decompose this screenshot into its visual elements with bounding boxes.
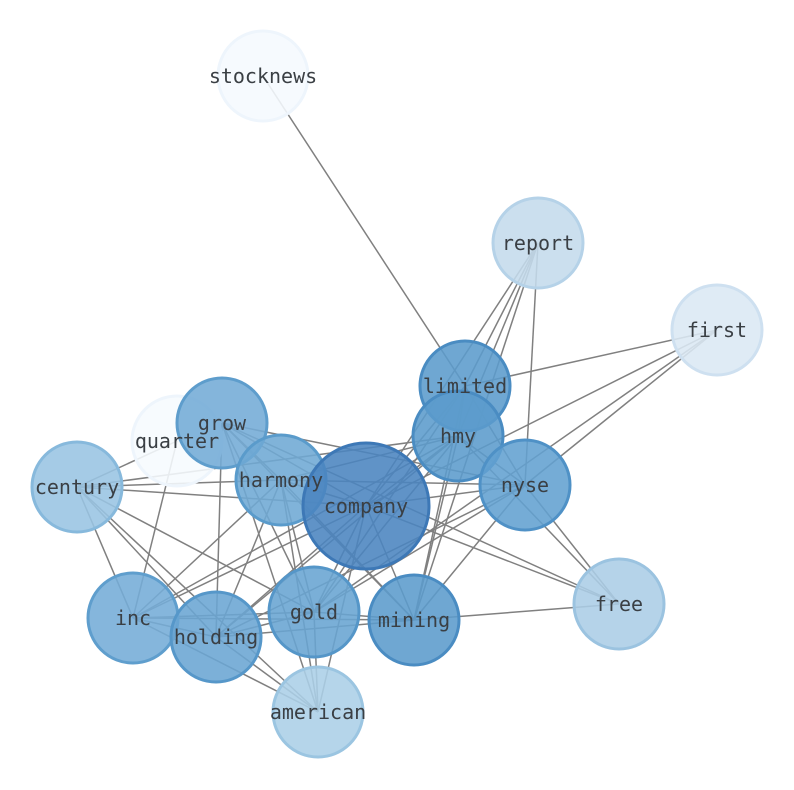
node-label-harmony: harmony xyxy=(239,468,323,492)
node-circle-stocknews xyxy=(216,29,310,123)
node-label-century: century xyxy=(35,475,119,499)
node-label-nyse: nyse xyxy=(501,473,549,497)
node-first[interactable] xyxy=(670,283,764,377)
node-mining[interactable] xyxy=(367,573,461,667)
node-circle-grow xyxy=(175,376,269,470)
node-circle-report xyxy=(491,196,585,290)
node-label-inc: inc xyxy=(115,606,151,630)
node-circle-company xyxy=(301,441,431,571)
node-label-free: free xyxy=(595,592,643,616)
node-label-company: company xyxy=(324,494,408,518)
node-label-stocknews: stocknews xyxy=(209,64,317,88)
node-label-gold: gold xyxy=(290,600,338,624)
node-circle-gold xyxy=(267,565,361,659)
node-hmy[interactable] xyxy=(411,389,505,483)
node-label-grow: grow xyxy=(198,411,247,435)
node-label-mining: mining xyxy=(378,608,450,632)
node-circle-holding xyxy=(169,590,263,684)
node-free[interactable] xyxy=(572,557,666,651)
node-circle-american xyxy=(271,665,365,759)
node-gold[interactable] xyxy=(267,565,361,659)
node-label-american: american xyxy=(270,700,366,724)
node-circle-first xyxy=(670,283,764,377)
node-circle-mining xyxy=(367,573,461,667)
node-label-quarter: quarter xyxy=(135,429,219,453)
node-stocknews[interactable] xyxy=(216,29,310,123)
node-circle-hmy xyxy=(411,389,505,483)
node-company[interactable] xyxy=(301,441,431,571)
node-label-report: report xyxy=(502,231,574,255)
node-american[interactable] xyxy=(271,665,365,759)
node-label-hmy: hmy xyxy=(440,424,476,448)
node-report[interactable] xyxy=(491,196,585,290)
node-circle-century xyxy=(30,440,124,534)
node-holding[interactable] xyxy=(169,590,263,684)
edge-stocknews-limited xyxy=(262,75,466,387)
node-label-first: first xyxy=(687,318,747,342)
node-label-holding: holding xyxy=(174,625,258,649)
node-circle-free xyxy=(572,557,666,651)
node-circle-nyse xyxy=(478,438,572,532)
node-label-limited: limited xyxy=(423,374,507,398)
node-nyse[interactable] xyxy=(478,438,572,532)
node-grow[interactable] xyxy=(175,376,269,470)
node-century[interactable] xyxy=(30,440,124,534)
